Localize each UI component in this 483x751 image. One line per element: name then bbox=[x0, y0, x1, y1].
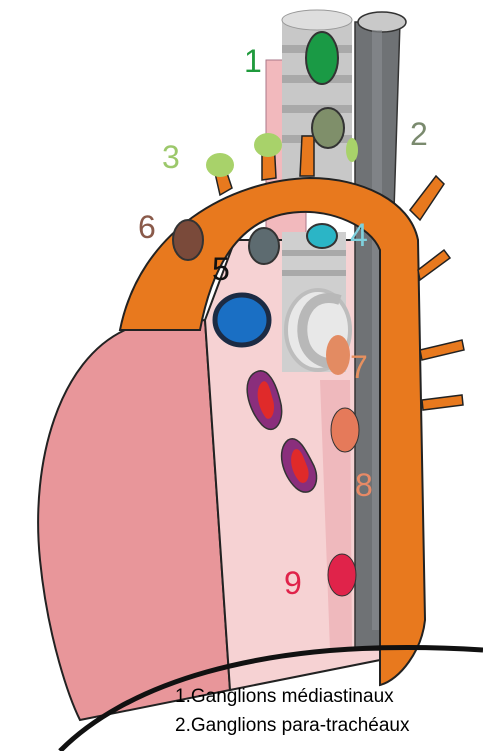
node-1 bbox=[306, 32, 338, 84]
esophagus-top bbox=[358, 12, 406, 32]
label-1: 1 bbox=[244, 43, 262, 79]
label-4: 4 bbox=[350, 217, 368, 253]
node-8 bbox=[331, 408, 359, 452]
node-2 bbox=[312, 108, 344, 148]
label-2: 2 bbox=[410, 116, 428, 152]
label-3: 3 bbox=[162, 139, 180, 175]
heart bbox=[38, 320, 230, 720]
label-8: 8 bbox=[355, 467, 373, 503]
node-3b bbox=[254, 133, 282, 157]
legend-line-1: 1.Ganglions médiastinaux bbox=[175, 686, 394, 708]
node-4-left bbox=[249, 228, 279, 264]
node-9 bbox=[328, 554, 356, 596]
node-3a bbox=[206, 153, 234, 177]
label-6: 6 bbox=[138, 209, 156, 245]
node-7 bbox=[326, 335, 350, 375]
node-5 bbox=[215, 295, 269, 345]
label-5: 5 bbox=[212, 251, 230, 287]
label-7: 7 bbox=[350, 349, 368, 385]
label-9: 9 bbox=[284, 565, 302, 601]
legend-line-2: 2.Ganglions para-trachéaux bbox=[175, 715, 409, 737]
node-4 bbox=[307, 224, 337, 248]
node-6 bbox=[173, 220, 203, 260]
node-3c bbox=[346, 138, 358, 162]
